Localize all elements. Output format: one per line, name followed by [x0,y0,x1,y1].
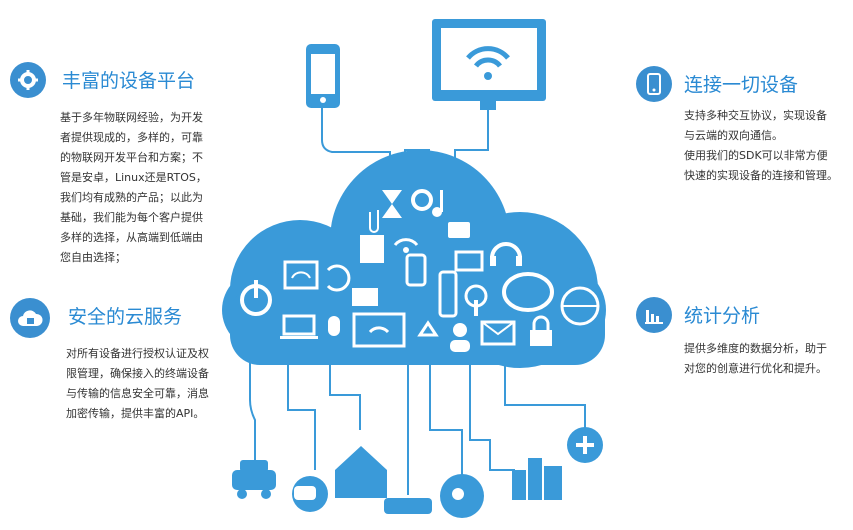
gear-icon [10,62,46,98]
globe-icon [560,286,600,326]
desc-line: 管是安卓，Linux还是RTOS， [60,171,207,184]
desc-line: 的物联网开发平台和方案；不 [60,151,203,164]
desc-line: 加密传输，提供丰富的API。 [66,407,205,420]
feature-title: 丰富的设备平台 [62,70,196,92]
mobile-phone-icon [636,66,672,102]
feature-title: 安全的云服务 [68,306,183,328]
hourglass-icon [382,190,402,218]
power-icon [240,280,272,316]
router-icon [384,498,432,514]
wifi-icon [393,238,419,253]
cloud-lock-icon [10,298,50,338]
city-buildings-icon [512,458,562,500]
feature-description: 支持多种交互协议，实现设备 与云端的双向通信。 使用我们的SDK可以非常方便 快… [684,106,849,186]
desc-line: 多样的选择，从高端到低端由 [60,231,203,244]
document-icon [360,235,384,263]
laptop-icon [280,314,318,339]
feature-description: 基于多年物联网经验，为开发 者提供现成的，多样的，可靠 的物联网开发平台和方案；… [60,108,220,268]
desc-line: 限管理，确保接入的终端设备 [66,367,209,380]
desc-line: 基于多年物联网经验，为开发 [60,111,203,124]
mail-icon [480,320,516,346]
monitor-wifi-icon [432,19,546,110]
cloud-device-icons [240,189,600,352]
desc-line: 者提供现成的，多样的，可靠 [60,131,203,144]
connector-lines [249,108,586,495]
folder-icon [352,288,378,306]
music-note-icon [432,190,443,217]
signal-tower-icon [464,284,488,316]
feature-title: 连接一切设备 [684,74,799,96]
bottom-devices [232,427,603,518]
paperclip-icon [369,210,379,233]
padlock-icon [530,315,552,346]
bar-chart-icon [636,297,672,333]
desc-line: 与云端的双向通信。 [684,129,783,142]
desc-line: 使用我们的SDK可以非常方便 [684,149,828,162]
tablet-icon [405,253,427,287]
desc-line: 对您的创意进行优化和提升。 [684,362,827,375]
desc-line: 支持多种交互协议，实现设备 [684,109,827,122]
vr-headset-icon [292,476,328,512]
camera-icon [448,222,470,238]
tv-wifi-icon [283,260,319,290]
head-gears-icon [440,474,484,518]
desc-line: 快速的实现设备的连接和管理。 [684,169,838,182]
smartphone-device-icon [306,44,340,108]
gear-small-icon [411,189,433,211]
feature-title: 统计分析 [684,305,761,327]
envelope-icon [454,250,484,272]
desc-line: 基础，我们能为每个客户提供 [60,211,203,224]
microphone-icon [328,316,340,336]
desc-line: 您自由选择； [60,251,126,264]
feature-description: 对所有设备进行授权认证及权 限管理，确保接入的终端设备 与传输的信息安全可靠，消… [66,344,226,424]
feature-description: 提供多维度的数据分析，助于 对您的创意进行优化和提升。 [684,339,844,379]
handheld-icon [438,270,458,318]
desc-line: 对所有设备进行授权认证及权 [66,347,209,360]
car-icon [232,460,276,499]
recycle-icon [417,320,439,337]
desc-line: 与传输的信息安全可靠，消息 [66,387,209,400]
speech-bubble-icon [502,272,554,312]
user-icon [450,323,470,352]
refresh-icon [326,264,351,292]
house-icon [335,446,387,498]
plus-icon [567,427,603,463]
desc-line: 提供多维度的数据分析，助于 [684,342,827,355]
desc-line: 我们均有成熟的产品；以此为 [60,191,203,204]
monitor-wifi-small-icon [352,312,406,348]
headphones-icon [490,242,522,266]
